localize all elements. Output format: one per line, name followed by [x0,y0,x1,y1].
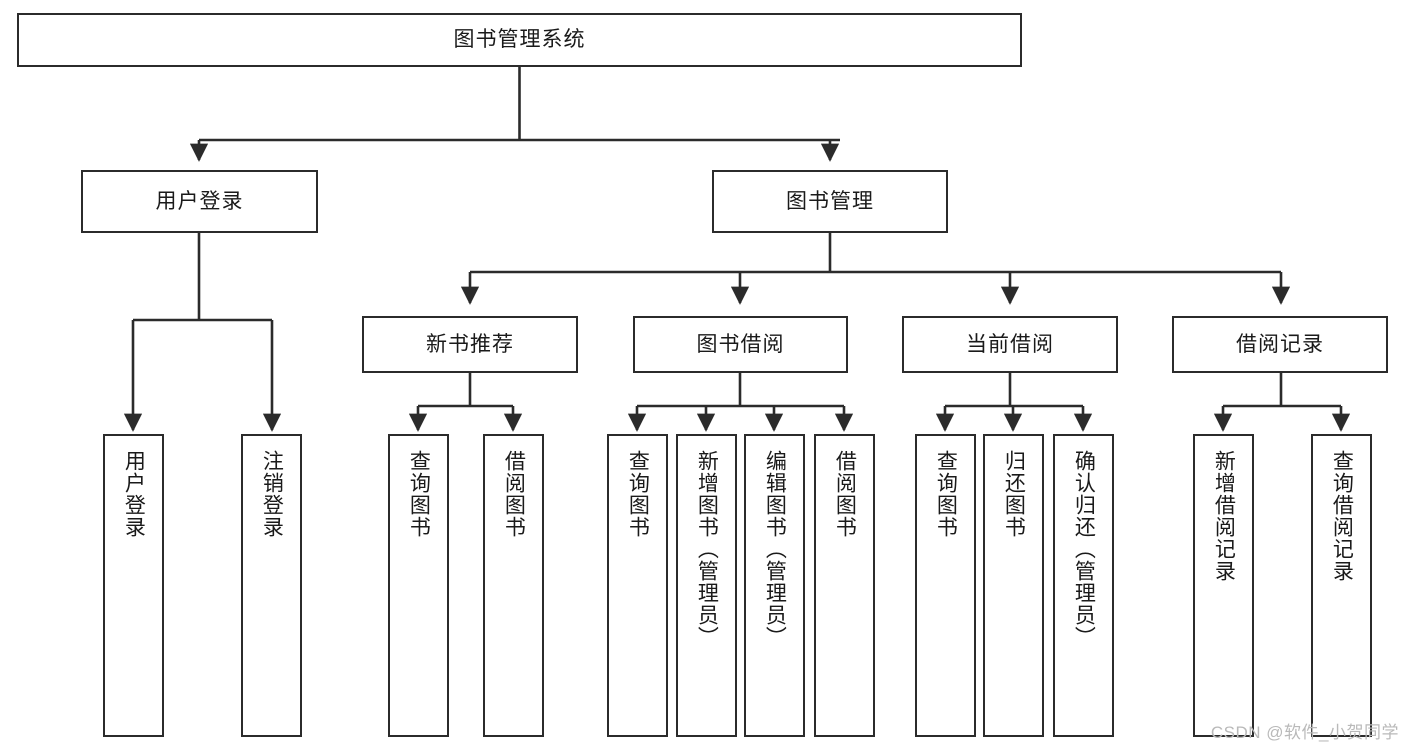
leaf-query-borrow-record[interactable]: 查询借阅记录 [1311,434,1372,737]
leaf-label: 注销登录 [260,450,284,538]
leaf-label: 查询借阅记录 [1330,450,1354,582]
node-label: 图书管理 [786,189,874,213]
node-current-borrow[interactable]: 当前借阅 [902,316,1118,373]
leaf-label: 借阅图书 [833,450,857,538]
node-label: 图书借阅 [696,332,785,356]
leaf-add-book-admin[interactable]: 新增图书（管理员） [676,434,737,737]
leaf-return-book[interactable]: 归还图书 [983,434,1044,737]
leaf-label: 归还图书 [1002,450,1026,538]
leaf-label: 用户登录 [122,450,146,538]
node-label: 当前借阅 [966,332,1054,356]
leaf-query-book-borrow[interactable]: 查询图书 [607,434,668,737]
leaf-label: 查询图书 [626,450,650,538]
node-borrow-record[interactable]: 借阅记录 [1172,316,1388,373]
node-book-management[interactable]: 图书管理 [712,170,948,233]
leaf-label: 新增图书（管理员） [695,450,719,648]
leaf-label: 借阅图书 [502,450,526,538]
leaf-label: 确认归还（管理员） [1072,450,1096,648]
leaf-borrow-book-recommend[interactable]: 借阅图书 [483,434,544,737]
node-label: 借阅记录 [1236,332,1324,356]
leaf-confirm-return-admin[interactable]: 确认归还（管理员） [1053,434,1114,737]
leaf-add-borrow-record[interactable]: 新增借阅记录 [1193,434,1254,737]
leaf-label: 查询图书 [407,450,431,538]
node-new-book-recommend[interactable]: 新书推荐 [362,316,578,373]
node-book-borrow[interactable]: 图书借阅 [633,316,848,373]
node-user-login[interactable]: 用户登录 [81,170,318,233]
leaf-query-book-current[interactable]: 查询图书 [915,434,976,737]
leaf-logout[interactable]: 注销登录 [241,434,302,737]
leaf-label: 新增借阅记录 [1212,450,1236,582]
leaf-borrow-book[interactable]: 借阅图书 [814,434,875,737]
node-root[interactable]: 图书管理系统 [17,13,1022,67]
leaf-query-book-recommend[interactable]: 查询图书 [388,434,449,737]
leaf-edit-book-admin[interactable]: 编辑图书（管理员） [744,434,805,737]
node-label: 用户登录 [155,189,244,213]
leaf-label: 查询图书 [934,450,958,538]
leaf-user-login[interactable]: 用户登录 [103,434,164,737]
watermark: CSDN @软件_小贺同学 [1210,723,1399,742]
node-label: 新书推荐 [426,332,514,356]
leaf-label: 编辑图书（管理员） [763,450,787,648]
node-label: 图书管理系统 [453,28,586,52]
